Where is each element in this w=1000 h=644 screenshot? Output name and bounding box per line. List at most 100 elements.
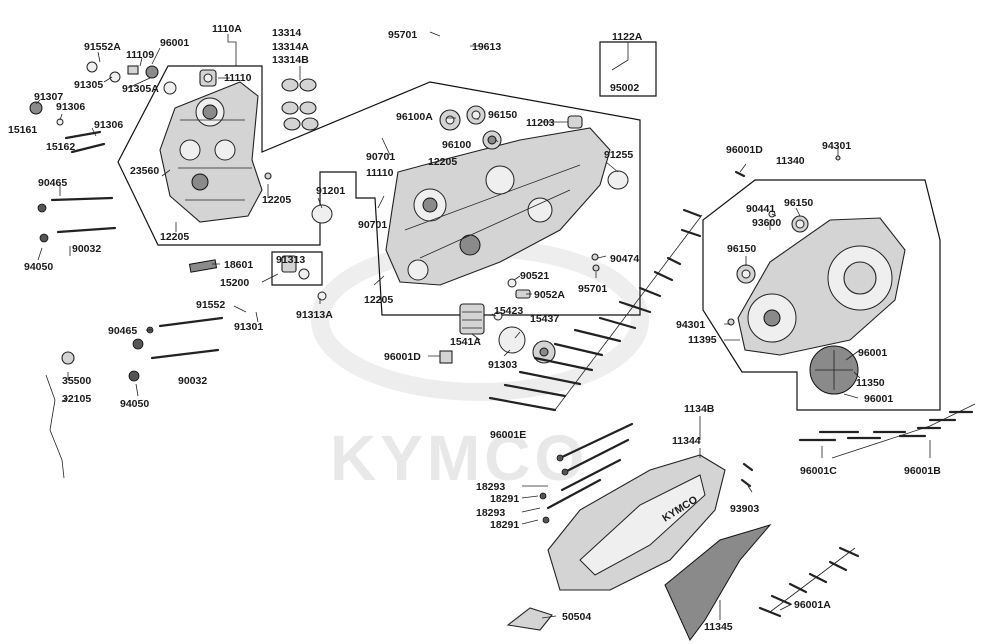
label-90701-a: 90701 [366, 151, 395, 163]
label-91201: 91201 [316, 185, 345, 197]
label-96001D-center: 96001D [384, 351, 421, 363]
label-91306-b: 91306 [94, 119, 123, 131]
crankcase-left-half [159, 81, 263, 223]
label-1122A: 1122A [612, 31, 643, 43]
label-96001B: 96001B [904, 465, 941, 477]
oil-filter-1541A [459, 303, 485, 335]
label-94050-lower: 94050 [120, 398, 149, 410]
label-95701-top: 95701 [388, 29, 417, 41]
label-1110A: 1110A [212, 23, 242, 35]
label-12205-b: 12205 [160, 231, 189, 243]
pins-91313 [281, 255, 310, 280]
strainer-cap-15437 [498, 326, 556, 364]
crankcase-right-half [385, 127, 611, 286]
cvt-cover-11344: KYMCO [547, 454, 726, 591]
label-95701-center: 95701 [578, 283, 607, 295]
label-12205-a: 12205 [262, 194, 291, 206]
frame-91313 [271, 251, 323, 286]
label-96100A: 96100A [396, 111, 433, 123]
label-90521: 90521 [520, 270, 549, 282]
label-32105: 32105 [62, 393, 91, 405]
label-96150-right-top: 96150 [784, 197, 813, 209]
label-9052A: 9052A [534, 289, 565, 301]
label-12205-d: 12205 [364, 294, 393, 306]
label-96150-center: 96150 [488, 109, 517, 121]
label-13314A: 13314A [272, 41, 309, 53]
label-91303: 91303 [488, 359, 517, 371]
label-90465-upper: 90465 [38, 177, 67, 189]
small-seals-left [29, 61, 177, 154]
label-23560: 23560 [130, 165, 159, 177]
label-96001-right-a: 96001 [858, 347, 887, 359]
leader-lines [35, 31, 931, 620]
label-11340: 11340 [776, 155, 805, 167]
bolts-96001E [488, 208, 703, 412]
label-11203: 11203 [526, 117, 555, 129]
frame-1122A [599, 41, 657, 97]
frame-crankcase-left [117, 65, 641, 316]
label-50504: 50504 [562, 611, 591, 623]
bolts-96001A [758, 546, 860, 618]
label-11345: 11345 [704, 621, 733, 633]
label-18291-b: 18291 [490, 519, 519, 531]
label-91552A: 91552A [84, 41, 121, 53]
label-93600: 93600 [752, 217, 781, 229]
studs-upper-left [37, 196, 117, 243]
bearings-13314 [281, 78, 319, 131]
label-94301-top: 94301 [822, 140, 851, 152]
dipstick-32105 [45, 351, 75, 479]
label-94301-mid: 94301 [676, 319, 705, 331]
label-96001D-right: 96001D [726, 144, 763, 156]
label-90474: 90474 [610, 253, 639, 265]
label-91552: 91552 [196, 299, 225, 311]
cover-trim-11345 [664, 524, 772, 641]
label-13314: 13314 [272, 27, 301, 39]
label-96100: 96100 [442, 139, 471, 151]
label-90441: 90441 [746, 203, 775, 215]
label-96150-right-left: 96150 [727, 243, 756, 255]
label-91313: 91313 [276, 254, 305, 266]
label-90032-lower: 90032 [178, 375, 207, 387]
label-1541A: 1541A [450, 336, 481, 348]
label-18293-a: 18293 [476, 481, 505, 493]
label-96001-right-b: 96001 [864, 393, 893, 405]
right-crankcase-cover [737, 217, 906, 356]
label-91255: 91255 [604, 149, 633, 161]
label-19613: 19613 [472, 41, 501, 53]
label-91307: 91307 [34, 91, 63, 103]
label-11109: 11109 [126, 49, 154, 61]
label-11344: 11344 [672, 435, 701, 447]
label-91313A: 91313A [296, 309, 333, 321]
bolts-lower-cover [539, 422, 634, 524]
label-11395: 11395 [688, 334, 717, 346]
bearing-11110 [199, 69, 217, 87]
watermark-text: KYMCO [330, 422, 588, 494]
studs-lower-left [128, 316, 224, 382]
label-90032-upper: 90032 [72, 243, 101, 255]
label-15437: 15437 [530, 313, 559, 325]
pins-93903 [740, 462, 754, 488]
part-labels: 1110A 13314 13314A 13314B 95701 19613 11… [8, 23, 941, 633]
label-11110-center: 11110 [366, 167, 394, 179]
label-35500: 35500 [62, 375, 91, 387]
label-96001A: 96001A [794, 599, 831, 611]
frame-cover-right [702, 179, 941, 411]
clip-50504 [506, 607, 553, 631]
bolts-96001C-96001B [798, 403, 976, 459]
label-91301: 91301 [234, 321, 263, 333]
label-1134B: 1134B [684, 403, 715, 415]
label-94050-upper: 94050 [24, 261, 53, 273]
label-11110-left: 11110 [224, 72, 252, 84]
label-18293-b: 18293 [476, 507, 505, 519]
label-95002: 95002 [610, 82, 639, 94]
label-93903: 93903 [730, 503, 759, 515]
label-11350: 11350 [856, 377, 885, 389]
label-96001-top: 96001 [160, 37, 189, 49]
label-18601: 18601 [224, 259, 253, 271]
label-96001C: 96001C [800, 465, 837, 477]
gasket-18601 [188, 259, 218, 273]
label-12205-c: 12205 [428, 156, 457, 168]
label-91305A: 91305A [122, 83, 159, 95]
